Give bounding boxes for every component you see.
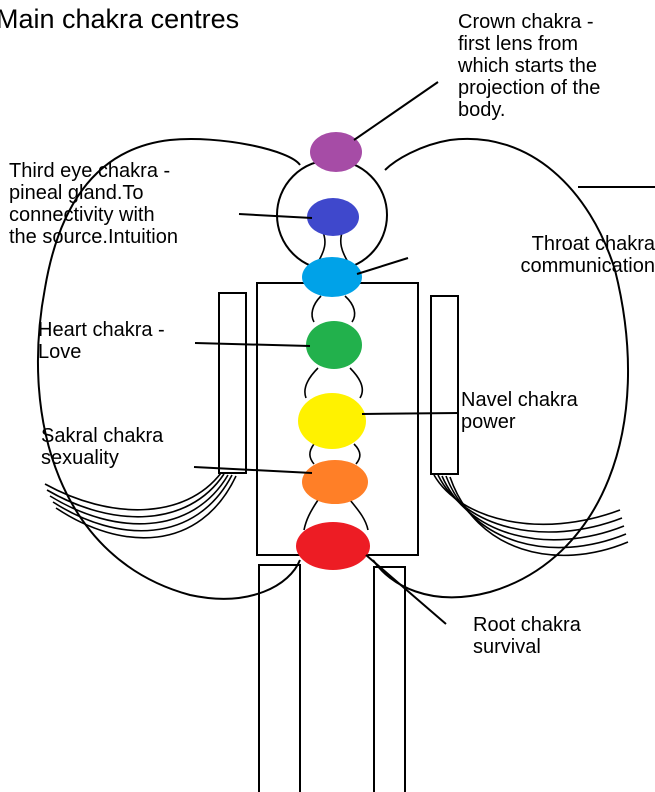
throat-chakra-label: Throat chakra communication [420, 233, 655, 277]
crown-pointer [354, 82, 438, 140]
sacral-chakra [302, 460, 368, 504]
throat-chakra [302, 257, 362, 297]
diagram-title: Main chakra centres [0, 4, 239, 34]
sacral-pointer [194, 467, 312, 473]
root-chakra-label: Root chakra survival [473, 614, 581, 658]
heart-chakra [306, 321, 362, 369]
right-leg-outline [374, 567, 405, 792]
navel-chakra [298, 393, 366, 449]
root-chakra [296, 522, 370, 570]
heart-chakra-label: Heart chakra - Love [38, 319, 165, 363]
right-hand-energy-lines [434, 475, 628, 555]
right-arm-outline [431, 296, 458, 474]
navel-pointer [362, 413, 459, 414]
sacral-chakra-label: Sakral chakra sexuality [41, 425, 163, 469]
heart-pointer [195, 343, 310, 346]
crown-chakra-label: Crown chakra - first lens from which sta… [458, 11, 655, 121]
navel-chakra-label: Navel chakra power [461, 389, 578, 433]
third-eye-chakra-label: Third eye chakra - pineal gland.To conne… [9, 160, 259, 248]
third-eye-chakra [307, 198, 359, 236]
left-arm-outline [219, 293, 246, 473]
left-leg-outline [259, 565, 300, 792]
crown-chakra [310, 132, 362, 172]
